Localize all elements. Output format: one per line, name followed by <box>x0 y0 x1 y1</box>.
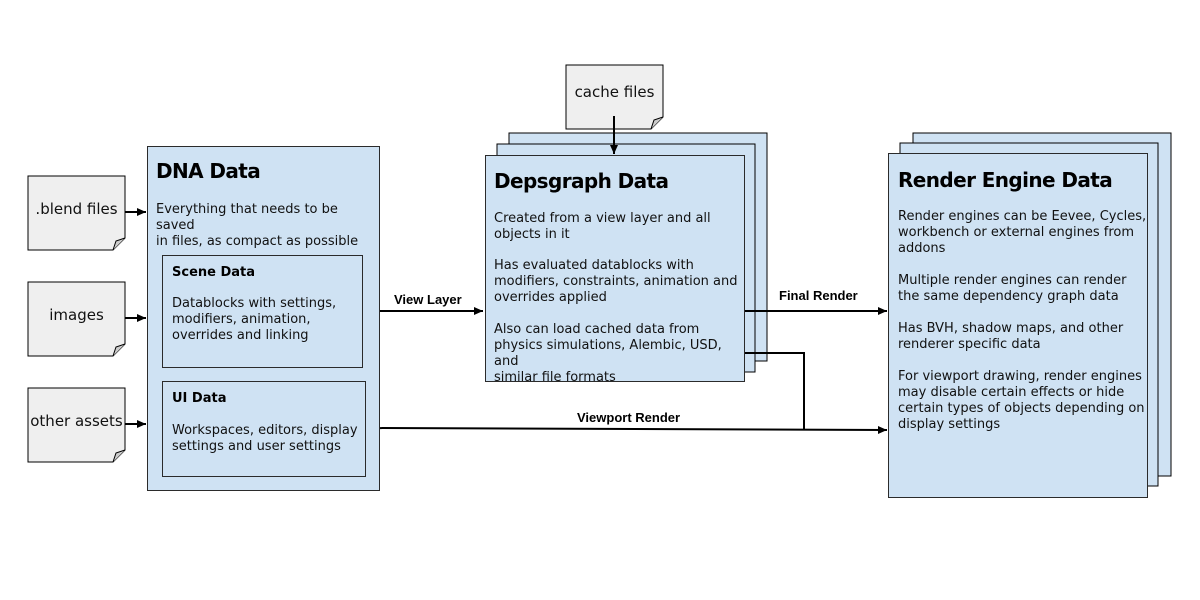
cache-files-doc-shape <box>565 64 664 130</box>
depsgraph-line: similar file formats <box>494 370 616 385</box>
dna-line: Everything that needs to be saved <box>156 202 338 233</box>
blend-files-label: .blend files <box>35 200 118 218</box>
render-line: the same dependency graph data <box>898 289 1119 304</box>
scene-line: Datablocks with settings, <box>172 296 337 311</box>
ui-data-title: UI Data <box>172 391 227 406</box>
render-line: For viewport drawing, render engines <box>898 369 1142 384</box>
depsgraph-para-2: Has evaluated datablocks with modifiers,… <box>494 258 744 306</box>
dna-data-box: DNA Data Everything that needs to be sav… <box>147 146 380 491</box>
render-engine-data-box: Render Engine Data Render engines can be… <box>888 153 1148 498</box>
ui-data-description: Workspaces, editors, display settings an… <box>172 423 365 455</box>
cache-files-doc: cache files <box>566 65 663 119</box>
depsgraph-line: Created from a view layer and all <box>494 211 711 226</box>
render-para-1: Render engines can be Eevee, Cycles, wor… <box>898 209 1148 257</box>
depsgraph-para-3: Also can load cached data from physics s… <box>494 322 744 386</box>
depsgraph-line: modifiers, constraints, animation and <box>494 274 738 289</box>
depsgraph-line: objects in it <box>494 227 570 242</box>
other-assets-label: other assets <box>30 412 123 430</box>
render-para-2: Multiple render engines can render the s… <box>898 273 1148 305</box>
render-line: display settings <box>898 417 1001 432</box>
final-render-label: Final Render <box>779 288 858 303</box>
ui-line: Workspaces, editors, display <box>172 423 358 438</box>
other-assets-doc: other assets <box>28 388 125 454</box>
arrow-viewport-render <box>364 425 888 434</box>
render-line: may disable certain effects or hide <box>898 385 1125 400</box>
render-line: workbench or external engines from <box>898 225 1135 240</box>
dna-data-description: Everything that needs to be saved in fil… <box>156 202 378 250</box>
depsgraph-para-1: Created from a view layer and all object… <box>494 211 744 243</box>
render-line: Has BVH, shadow maps, and other <box>898 321 1124 336</box>
viewport-render-label: Viewport Render <box>577 410 681 425</box>
render-line: Render engines can be Eevee, Cycles, <box>898 209 1147 224</box>
images-doc-shape <box>27 281 126 357</box>
ui-line: settings and user settings <box>172 439 341 454</box>
blend-files-doc: .blend files <box>28 176 125 242</box>
render-para-4: For viewport drawing, render engines may… <box>898 369 1148 433</box>
render-line: Multiple render engines can render <box>898 273 1127 288</box>
view-layer-label: View Layer <box>394 292 462 307</box>
blend-files-doc-shape <box>27 175 126 251</box>
depsgraph-line: Also can load cached data from <box>494 322 700 337</box>
depsgraph-data-title: Depsgraph Data <box>494 169 669 193</box>
render-engine-data-title: Render Engine Data <box>898 168 1113 192</box>
render-line: addons <box>898 241 946 256</box>
cache-files-label: cache files <box>574 83 655 101</box>
other-assets-doc-shape <box>27 387 126 463</box>
render-line: certain types of objects depending on <box>898 401 1145 416</box>
scene-line: overrides and linking <box>172 328 309 343</box>
scene-data-description: Datablocks with settings, modifiers, ani… <box>172 296 362 344</box>
depsgraph-line: physics simulations, Alembic, USD, and <box>494 338 722 369</box>
images-doc: images <box>28 282 125 348</box>
scene-data-box: Scene Data Datablocks with settings, mod… <box>162 255 363 368</box>
scene-line: modifiers, animation, <box>172 312 311 327</box>
scene-data-title: Scene Data <box>172 265 256 280</box>
ui-data-box: UI Data Workspaces, editors, display set… <box>162 381 366 477</box>
images-label: images <box>49 306 104 324</box>
dna-line: in files, as compact as possible <box>156 234 359 249</box>
render-para-3: Has BVH, shadow maps, and other renderer… <box>898 321 1148 353</box>
depsgraph-line: overrides applied <box>494 290 607 305</box>
depsgraph-data-box: Depsgraph Data Created from a view layer… <box>485 155 745 385</box>
dna-data-title: DNA Data <box>156 159 261 183</box>
depsgraph-line: Has evaluated datablocks with <box>494 258 694 273</box>
render-line: renderer specific data <box>898 337 1041 352</box>
arrow-depsgraph-viewport-branch <box>745 352 805 429</box>
